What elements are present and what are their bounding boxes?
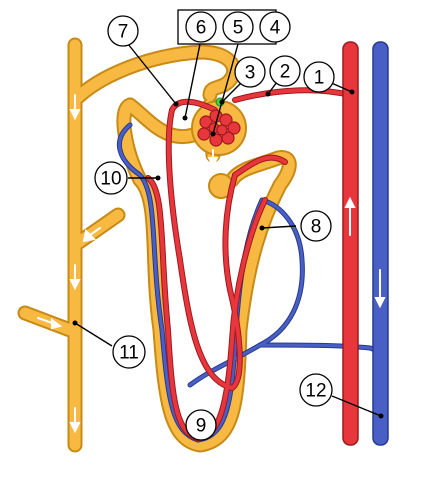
- svg-text:12: 12: [305, 381, 326, 402]
- svg-text:3: 3: [245, 63, 256, 84]
- label-11: 11: [112, 335, 146, 369]
- leader-lines: [72, 43, 384, 419]
- label-3: 3: [234, 56, 266, 88]
- svg-text:11: 11: [119, 343, 139, 364]
- label-1: 1: [303, 61, 335, 93]
- flow-arrows: [37, 94, 386, 434]
- loop-of-henle: [118, 99, 295, 451]
- svg-text:8: 8: [311, 217, 322, 238]
- afferent-arteriole: [233, 88, 352, 102]
- label-6: 6: [185, 11, 217, 43]
- renal-vein: [372, 41, 389, 446]
- label-2: 2: [269, 55, 301, 87]
- large-vessels: [342, 41, 389, 446]
- label-8: 8: [300, 210, 332, 242]
- label-5: 5: [222, 11, 254, 43]
- svg-text:7: 7: [118, 22, 129, 43]
- svg-text:1: 1: [314, 68, 325, 89]
- svg-text:5: 5: [233, 18, 244, 39]
- label-10: 10: [94, 161, 128, 195]
- vasa-recta-ascending: [223, 173, 242, 390]
- svg-text:10: 10: [100, 169, 121, 190]
- peritubular-vein: [188, 198, 304, 387]
- arterial-network: [145, 87, 353, 441]
- vasa-recta-descending: [178, 258, 234, 390]
- svg-text:9: 9: [196, 416, 207, 437]
- renal-artery: [342, 41, 359, 446]
- label-4: 4: [259, 11, 291, 43]
- svg-text:6: 6: [196, 18, 207, 39]
- efferent-arteriole: [166, 99, 217, 262]
- peritubular-capillary-top: [233, 155, 287, 177]
- label-9: 9: [185, 409, 217, 441]
- svg-text:4: 4: [270, 18, 281, 39]
- svg-text:2: 2: [280, 62, 291, 83]
- label-7: 7: [107, 15, 139, 47]
- label-12: 12: [299, 373, 333, 407]
- vasa-recta-vein-left: [118, 123, 200, 442]
- glomerulus: [197, 109, 241, 147]
- connecting-tubule: [69, 46, 240, 106]
